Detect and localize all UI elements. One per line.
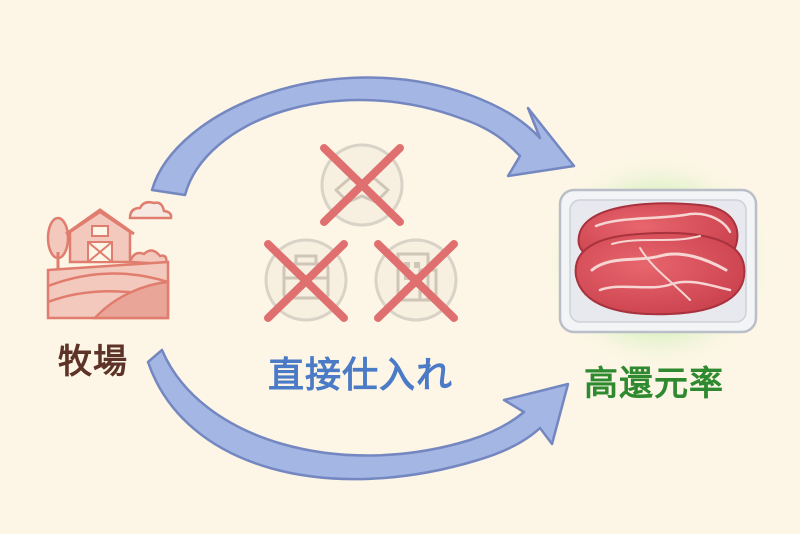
source-label: 牧場 — [58, 342, 128, 382]
top-arrow — [150, 76, 576, 197]
middle-label: 直接仕入れ — [268, 355, 454, 396]
bottom-arrow — [146, 348, 570, 481]
farm-icon — [46, 200, 173, 320]
cross-mark-icon — [264, 240, 348, 322]
packaged-meat-icon — [540, 150, 776, 374]
cross-mark-icon — [374, 240, 458, 322]
result-label: 高還元率 — [584, 364, 724, 404]
cross-mark-icon — [320, 144, 404, 226]
